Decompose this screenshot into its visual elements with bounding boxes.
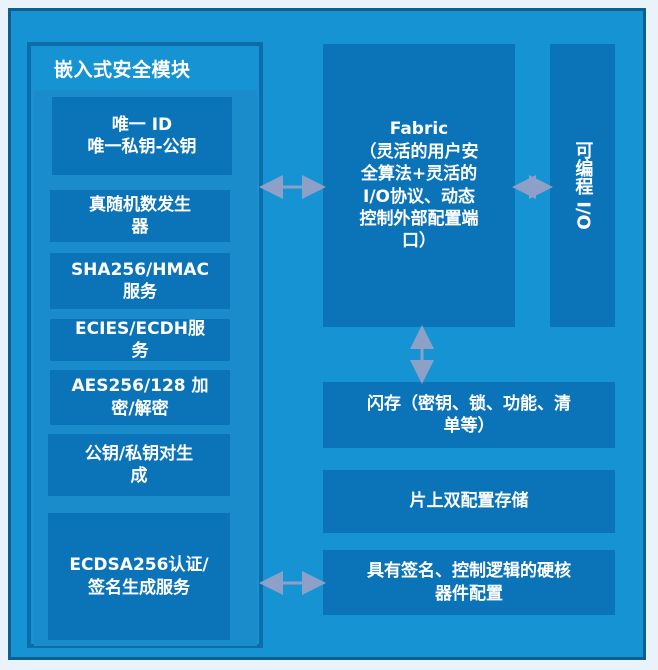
unique-id-label: 唯一 ID 唯一私钥-公钥	[87, 114, 197, 157]
sha256-hmac-box: SHA256/HMAC 服务	[50, 253, 230, 309]
programmable-io-box: 可编程 I/O	[550, 44, 615, 327]
dual-config-storage-label: 片上双配置存储	[409, 491, 529, 512]
sha256-hmac-label: SHA256/HMAC 服务	[70, 259, 210, 302]
flash-box: 闪存（密钥、锁、功能、清 单等）	[323, 382, 615, 448]
unique-id-box: 唯一 ID 唯一私钥-公钥	[52, 97, 232, 175]
fabric-box: Fabric （灵活的用户安 全算法+灵活的 I/O协议、动态 控制外部配置端 …	[323, 44, 515, 327]
hard-core-config-label: 具有签名、控制逻辑的硬核 器件配置	[367, 561, 571, 604]
flash-label: 闪存（密钥、锁、功能、清 单等）	[367, 393, 571, 436]
secure-module-frame	[27, 42, 263, 648]
keypair-gen-box: 公钥/私钥对生 成	[48, 434, 230, 496]
ecdsa-label: ECDSA256认证/ 签名生成服务	[69, 555, 209, 598]
hard-core-config-box: 具有签名、控制逻辑的硬核 器件配置	[323, 550, 615, 615]
dual-config-storage-box: 片上双配置存储	[323, 470, 615, 533]
keypair-gen-label: 公钥/私钥对生 成	[84, 443, 194, 486]
ecdsa-box: ECDSA256认证/ 签名生成服务	[48, 513, 230, 640]
aes-box: AES256/128 加 密/解密	[50, 370, 230, 425]
trng-box: 真随机数发生 器	[50, 190, 230, 242]
ecies-ecdh-box: ECIES/ECDH服 务	[50, 319, 230, 361]
secure-module-title: 嵌入式安全模块	[54, 59, 191, 81]
fabric-label: Fabric （灵活的用户安 全算法+灵活的 I/O协议、动态 控制外部配置端 …	[359, 119, 479, 252]
programmable-io-label: 可编程 I/O	[572, 141, 594, 230]
aes-label: AES256/128 加 密/解密	[71, 376, 209, 419]
ecies-ecdh-label: ECIES/ECDH服 务	[75, 318, 205, 361]
trng-label: 真随机数发生 器	[89, 194, 191, 237]
